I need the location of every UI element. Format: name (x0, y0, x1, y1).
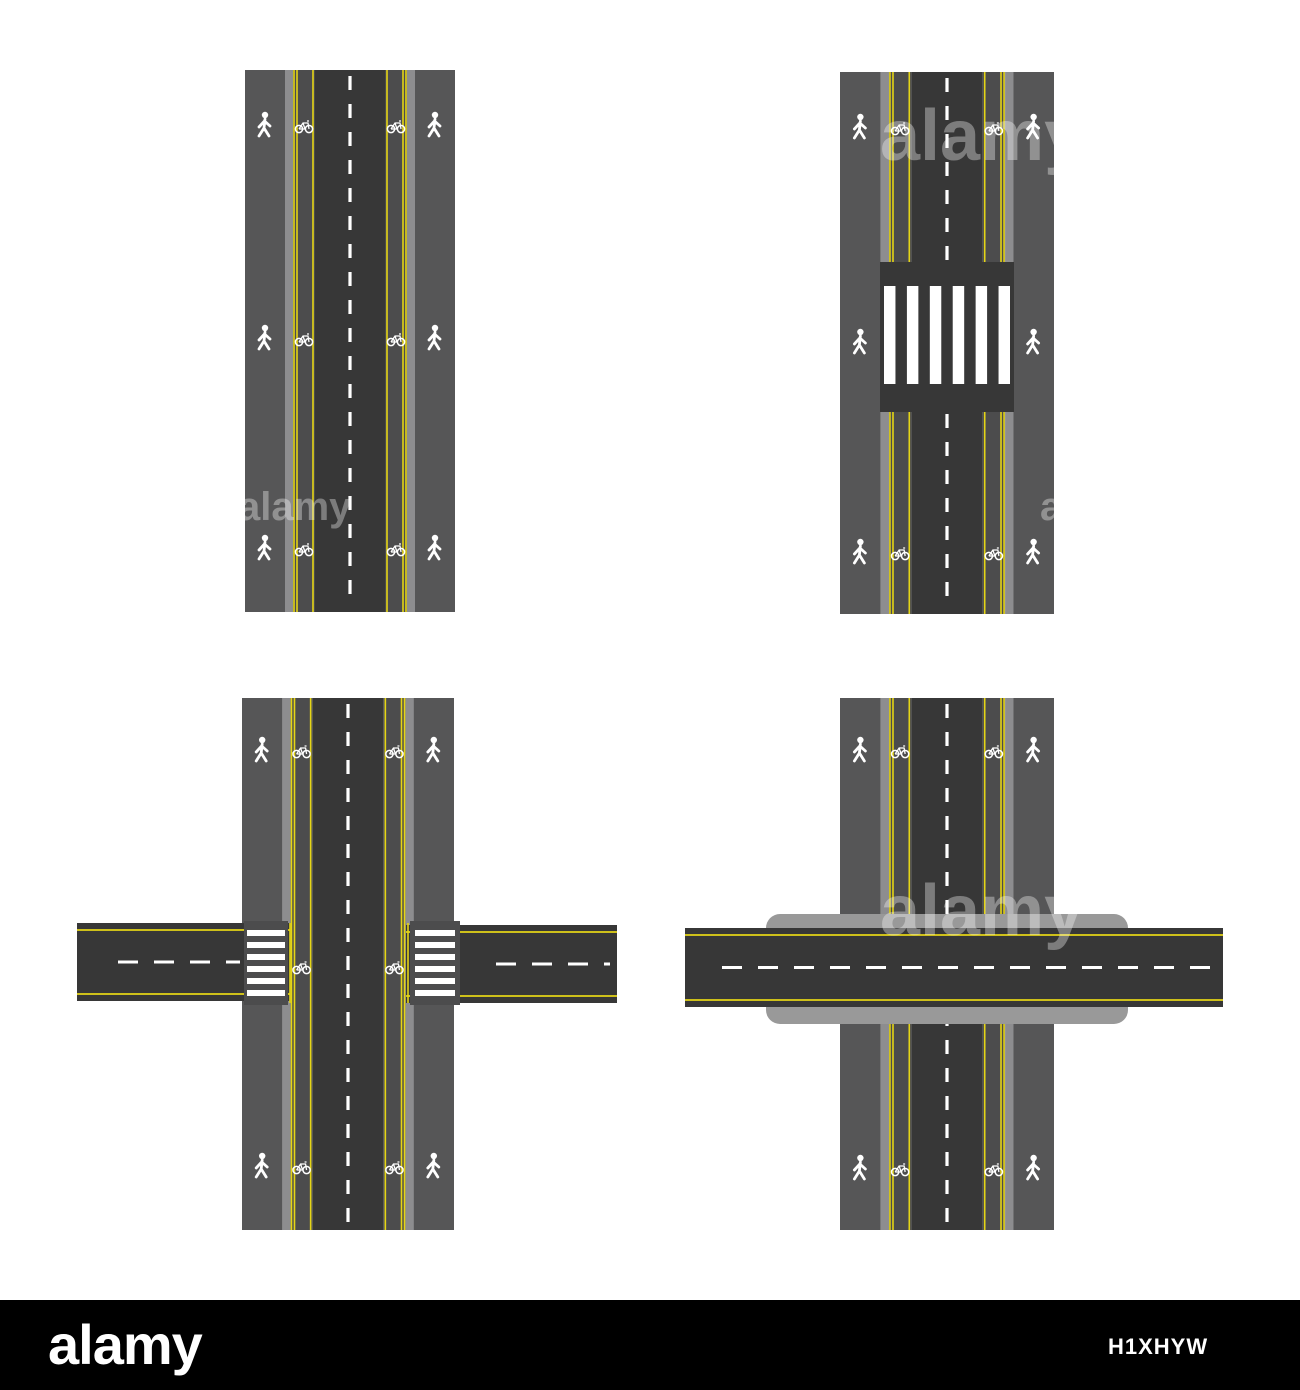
zebra-stripe (247, 954, 285, 960)
watermark-text: alamy (880, 96, 1084, 176)
zebra-stripe (247, 930, 285, 936)
zebra-stripe (247, 978, 285, 984)
zebra-stripe (998, 286, 1010, 384)
watermark-text: alamy (1040, 485, 1154, 529)
zebra-stripe (929, 286, 942, 384)
image-code: H1XHYW (1108, 1334, 1209, 1359)
zebra-stripe (952, 286, 965, 384)
zebra-stripe (415, 966, 455, 972)
brand-logo: alamy (48, 1313, 203, 1376)
zebra-stripe (884, 286, 896, 384)
zebra-stripe (247, 942, 285, 948)
watermark-text: alamy (880, 871, 1084, 951)
zebra-stripe (415, 954, 455, 960)
watermark-text: alamy (238, 485, 352, 529)
watermark-layer: alamy alamy alamy alamy (238, 96, 1154, 951)
footer-bar: alamy H1XHYW (0, 1300, 1300, 1390)
zebra-stripe (415, 978, 455, 984)
zebra-stripe (906, 286, 919, 384)
zebra-stripe (415, 930, 455, 936)
zebra-stripe (975, 286, 988, 384)
crosswalk-pad (880, 262, 1014, 412)
zebra-stripe (415, 990, 455, 996)
zebra-stripe (247, 966, 285, 972)
curb-right (407, 70, 415, 612)
straight-road-panel (245, 70, 455, 612)
crosswalk-road-panel (840, 72, 1054, 614)
road-scene: alamy alamy alamy alamy (77, 70, 1223, 1230)
zebra-stripe (415, 942, 455, 948)
zebra-stripe (247, 990, 285, 996)
curb-left (285, 70, 293, 612)
intersection-road-panel (77, 698, 617, 1230)
overpass-road-panel (685, 698, 1223, 1230)
